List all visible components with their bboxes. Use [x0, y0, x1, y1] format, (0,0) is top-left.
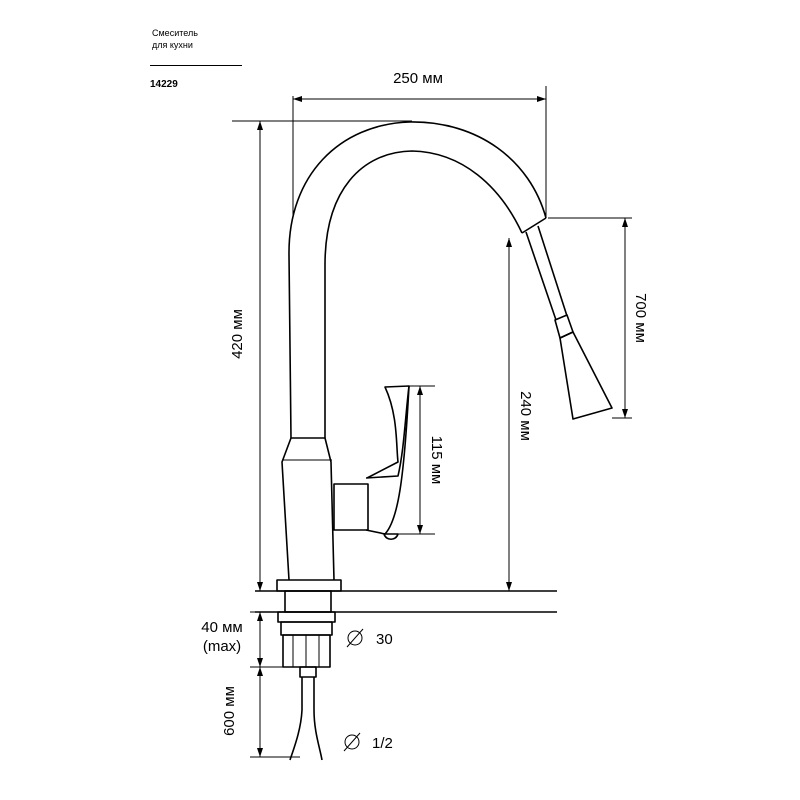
- diameter-thread-label: 1/2: [372, 735, 393, 752]
- dim-height: 420 мм: [229, 120, 412, 591]
- product-subtitle: для кухни: [152, 40, 193, 50]
- dim-hose-label: 700 мм: [632, 293, 649, 343]
- product-code: 14229: [150, 79, 178, 90]
- dim-width: 250 мм: [292, 70, 547, 218]
- dim-mount-thickness: 40 мм (max): [201, 611, 285, 668]
- dim-clearance-label: 240 мм: [517, 391, 534, 441]
- header-rule: [150, 65, 242, 66]
- countertop: [255, 590, 557, 613]
- diameter-thread: 1/2: [343, 732, 393, 752]
- dim-supply-label: 600 мм: [221, 686, 238, 736]
- mounting-shank: [277, 590, 336, 678]
- diameter-mount-label: 30: [376, 631, 393, 648]
- dim-height-label: 420 мм: [229, 309, 246, 359]
- dim-width-label: 250 мм: [393, 70, 443, 87]
- product-title: Смеситель: [152, 28, 198, 38]
- dim-lever: 115 мм: [398, 385, 445, 535]
- dim-hose: 700 мм: [548, 217, 649, 419]
- dim-supply-hose: 600 мм: [221, 667, 300, 758]
- faucet-body: [276, 121, 547, 592]
- diameter-icon: [343, 732, 361, 752]
- dim-lever-label: 115 мм: [428, 436, 445, 485]
- supply-hose: [289, 677, 323, 761]
- dim-mount-label: 40 мм: [201, 619, 242, 636]
- lever-handle: [333, 385, 410, 541]
- dim-mount-note: (max): [203, 638, 241, 655]
- diameter-icon: [346, 628, 364, 648]
- diameter-mount: 30: [346, 628, 393, 648]
- pullout-sprayer: [525, 225, 613, 420]
- dim-clearance: 240 мм: [506, 238, 534, 591]
